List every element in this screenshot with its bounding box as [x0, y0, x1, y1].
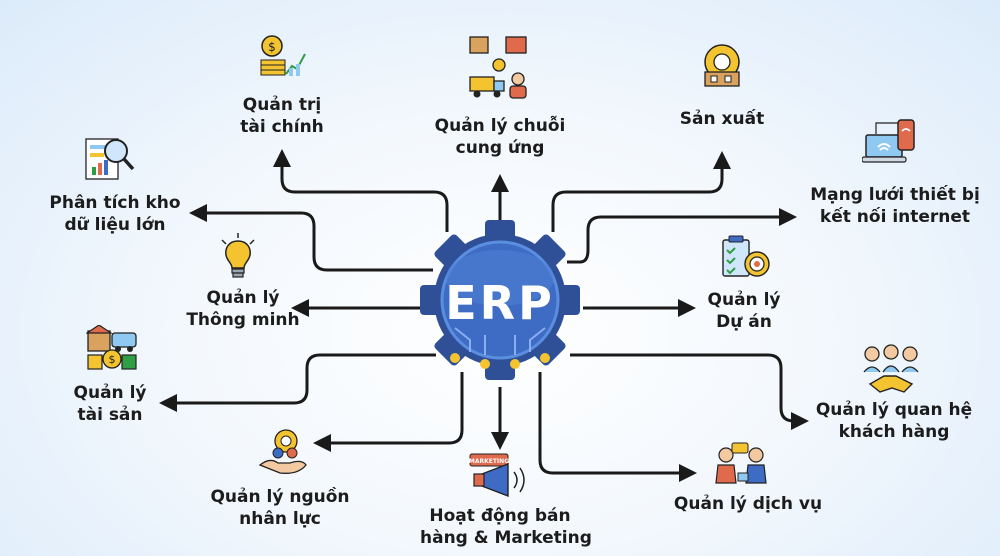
project-checklist-icon [722, 235, 770, 277]
node-iot: Mạng lưới thiết bị kết nối internet [800, 184, 990, 228]
finance-icon: $ [260, 35, 306, 76]
node-crm-line1: Quản lý quan hệ [815, 400, 973, 420]
hr-icon [258, 429, 307, 474]
factory-icon [704, 44, 740, 87]
node-hr-line2: nhân lực [239, 509, 321, 529]
node-hr-line1: Quản lý nguồn [210, 487, 350, 507]
svg-text:$: $ [268, 40, 276, 54]
arrow-finance [273, 149, 449, 232]
node-project-line2: Dự án [716, 312, 772, 332]
node-supply-chain-line1: Quản lý chuỗi [434, 116, 566, 136]
supply-chain-icon [469, 36, 527, 99]
arrow-big-data [189, 204, 433, 272]
erp-hub-label: ERP [445, 276, 555, 330]
arrow-hr [313, 372, 464, 452]
iot-icon [862, 119, 915, 163]
handshake-icon [863, 344, 919, 393]
node-hr: Quản lý nguồn nhân lực [200, 486, 360, 530]
node-crm-line2: khách hàng [838, 422, 950, 442]
node-crm: Quản lý quan hệ khách hàng [804, 399, 984, 443]
node-sales-line1: Hoạt động bán [429, 506, 571, 526]
node-assets: Quản lý tài sản [60, 382, 160, 426]
node-finance: Quản trị tài chính [222, 94, 342, 138]
node-smart-line1: Quản lý [206, 288, 280, 308]
node-sales-line2: hàng & Marketing [420, 528, 592, 548]
node-project: Quản lý Dự án [694, 289, 794, 333]
lightbulb-icon [221, 233, 255, 278]
service-icon [715, 442, 767, 484]
svg-text:$: $ [109, 353, 116, 366]
marketing-megaphone-icon: MARKETING [469, 453, 525, 498]
node-assets-line1: Quản lý [73, 383, 147, 403]
arrow-iot [567, 208, 797, 264]
arrow-production [551, 151, 731, 232]
data-analysis-icon [85, 138, 135, 180]
node-production: Sản xuất [670, 108, 774, 130]
node-iot-line2: kết nối internet [819, 207, 971, 227]
arrow-assets [159, 353, 436, 412]
erp-hub [420, 220, 580, 380]
node-service-line1: Quản lý dịch vụ [673, 494, 823, 514]
node-finance-line2: tài chính [240, 117, 324, 137]
node-service: Quản lý dịch vụ [668, 493, 828, 515]
node-supply-chain: Quản lý chuỗi cung ứng [425, 115, 575, 159]
node-big-data-line1: Phân tích kho [49, 193, 181, 213]
node-production-line1: Sản xuất [679, 109, 765, 129]
arrow-crm [570, 353, 809, 430]
node-smart-line2: Thông minh [186, 310, 300, 330]
node-assets-line2: tài sản [77, 405, 143, 425]
node-smart: Quản lý Thông minh [184, 287, 302, 331]
node-big-data: Phân tích kho dữ liệu lớn [40, 192, 190, 236]
arrow-service [538, 372, 697, 482]
node-finance-line1: Quản trị [242, 95, 322, 115]
node-iot-line1: Mạng lưới thiết bị [810, 185, 980, 205]
node-big-data-line2: dữ liệu lớn [64, 215, 166, 235]
node-sales: Hoạt động bán hàng & Marketing [420, 505, 592, 549]
node-project-line1: Quản lý [707, 290, 781, 310]
assets-icon: $ [86, 325, 137, 370]
marketing-sign-text: MARKETING [469, 458, 509, 465]
node-supply-chain-line2: cung ứng [455, 138, 545, 158]
